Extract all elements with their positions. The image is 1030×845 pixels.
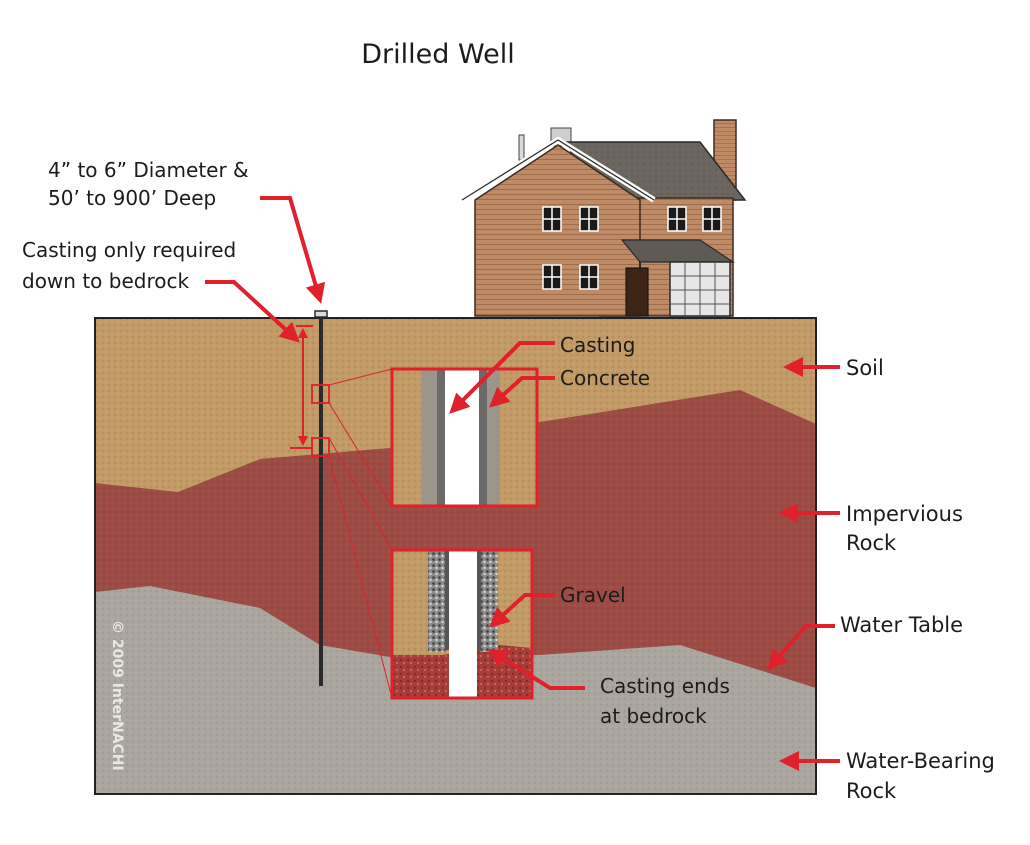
casting-ends-label-line1: Casting ends: [600, 674, 730, 698]
impervious-label-line1: Impervious: [846, 502, 963, 526]
well-cap: [314, 310, 328, 318]
diameter-label-line2: 50’ to 900’ Deep: [48, 186, 216, 210]
casting-ends-arrow: [487, 648, 585, 690]
diagram-title: Drilled Well: [361, 39, 514, 70]
diameter-label-line1: 4” to 6” Diameter &: [48, 158, 249, 182]
well-casing: [311, 310, 393, 699]
impervious-label-line2: Rock: [846, 531, 897, 555]
soil-label: Soil: [846, 356, 884, 380]
casting-ends-label-line2: at bedrock: [600, 704, 707, 728]
house: [460, 119, 747, 317]
zoom-marker-upper: [311, 384, 330, 404]
water-bearing-label-line1: Water-Bearing: [846, 749, 995, 773]
callout-arrows: [205, 196, 840, 771]
gravel-arrow: [489, 593, 555, 628]
front-door: [625, 267, 649, 317]
water-bearing-label-line2: Rock: [846, 779, 897, 803]
ground-frame: [94, 317, 817, 795]
casting-label: Casting: [560, 333, 635, 357]
casing-required-arrow: [205, 280, 300, 343]
zoom-detail-lower: [390, 548, 534, 700]
casting-arrow: [449, 341, 555, 414]
svg-text:© 2009 InterNACHI: © 2009 InterNACHI: [109, 620, 125, 771]
diameter-arrow: [260, 196, 326, 304]
casing-required-label-line2: down to bedrock: [22, 269, 189, 293]
zoom-detail-upper: [390, 367, 539, 508]
gravel-label: Gravel: [560, 583, 626, 607]
water-table-label: Water Table: [840, 613, 963, 637]
casing-required-label-line1: Casting only required: [22, 238, 236, 262]
copyright-notice: © 2009 InterNACHI: [109, 620, 125, 771]
water-table-arrow: [767, 624, 835, 671]
concrete-label: Concrete: [560, 366, 650, 390]
concrete-arrow: [489, 376, 555, 408]
